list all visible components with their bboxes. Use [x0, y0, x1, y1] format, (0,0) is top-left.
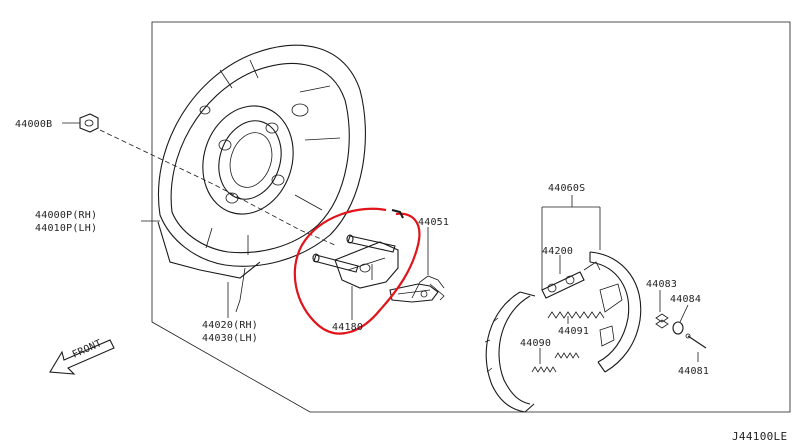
brake-shoe-right	[589, 251, 642, 373]
retainer-cup-44084	[672, 304, 689, 335]
label-44030-lh: 44030(LH)	[202, 333, 258, 344]
label-44020-rh: 44020(RH)	[202, 320, 258, 331]
drawing-code: J44100LE	[732, 430, 787, 443]
spring-44091	[547, 311, 605, 319]
shoe-set-bracket	[541, 195, 601, 290]
label-44180: 44180	[332, 322, 363, 333]
label-44000b: 44000B	[15, 119, 52, 130]
front-arrow-icon	[49, 339, 115, 375]
label-44000p-rh: 44000P(RH)	[35, 210, 97, 221]
backing-plate	[157, 44, 366, 313]
label-44200: 44200	[542, 246, 573, 257]
nut-44000b	[62, 113, 99, 133]
label-44081: 44081	[678, 366, 709, 377]
pin-44081	[685, 333, 707, 362]
adjuster-assembly-44200	[541, 255, 601, 299]
retainer-spring-44083	[655, 290, 669, 329]
frame-outline	[151, 21, 791, 413]
brake-shoe-left	[484, 291, 536, 413]
highlight-circle	[293, 207, 421, 335]
spring-44090	[531, 352, 580, 373]
parking-brake-lever	[312, 234, 399, 320]
adjuster-44051	[389, 227, 445, 303]
nut-axis-line	[99, 129, 336, 246]
label-44091: 44091	[558, 326, 589, 337]
label-44010p-lh: 44010P(LH)	[35, 223, 97, 234]
label-44083: 44083	[646, 279, 677, 290]
label-44090: 44090	[520, 338, 551, 349]
label-front: FRONT	[71, 338, 104, 361]
label-44051: 44051	[418, 217, 449, 228]
label-44084: 44084	[670, 294, 701, 305]
label-44060s: 44060S	[548, 183, 585, 194]
highlight-tick	[391, 209, 404, 219]
